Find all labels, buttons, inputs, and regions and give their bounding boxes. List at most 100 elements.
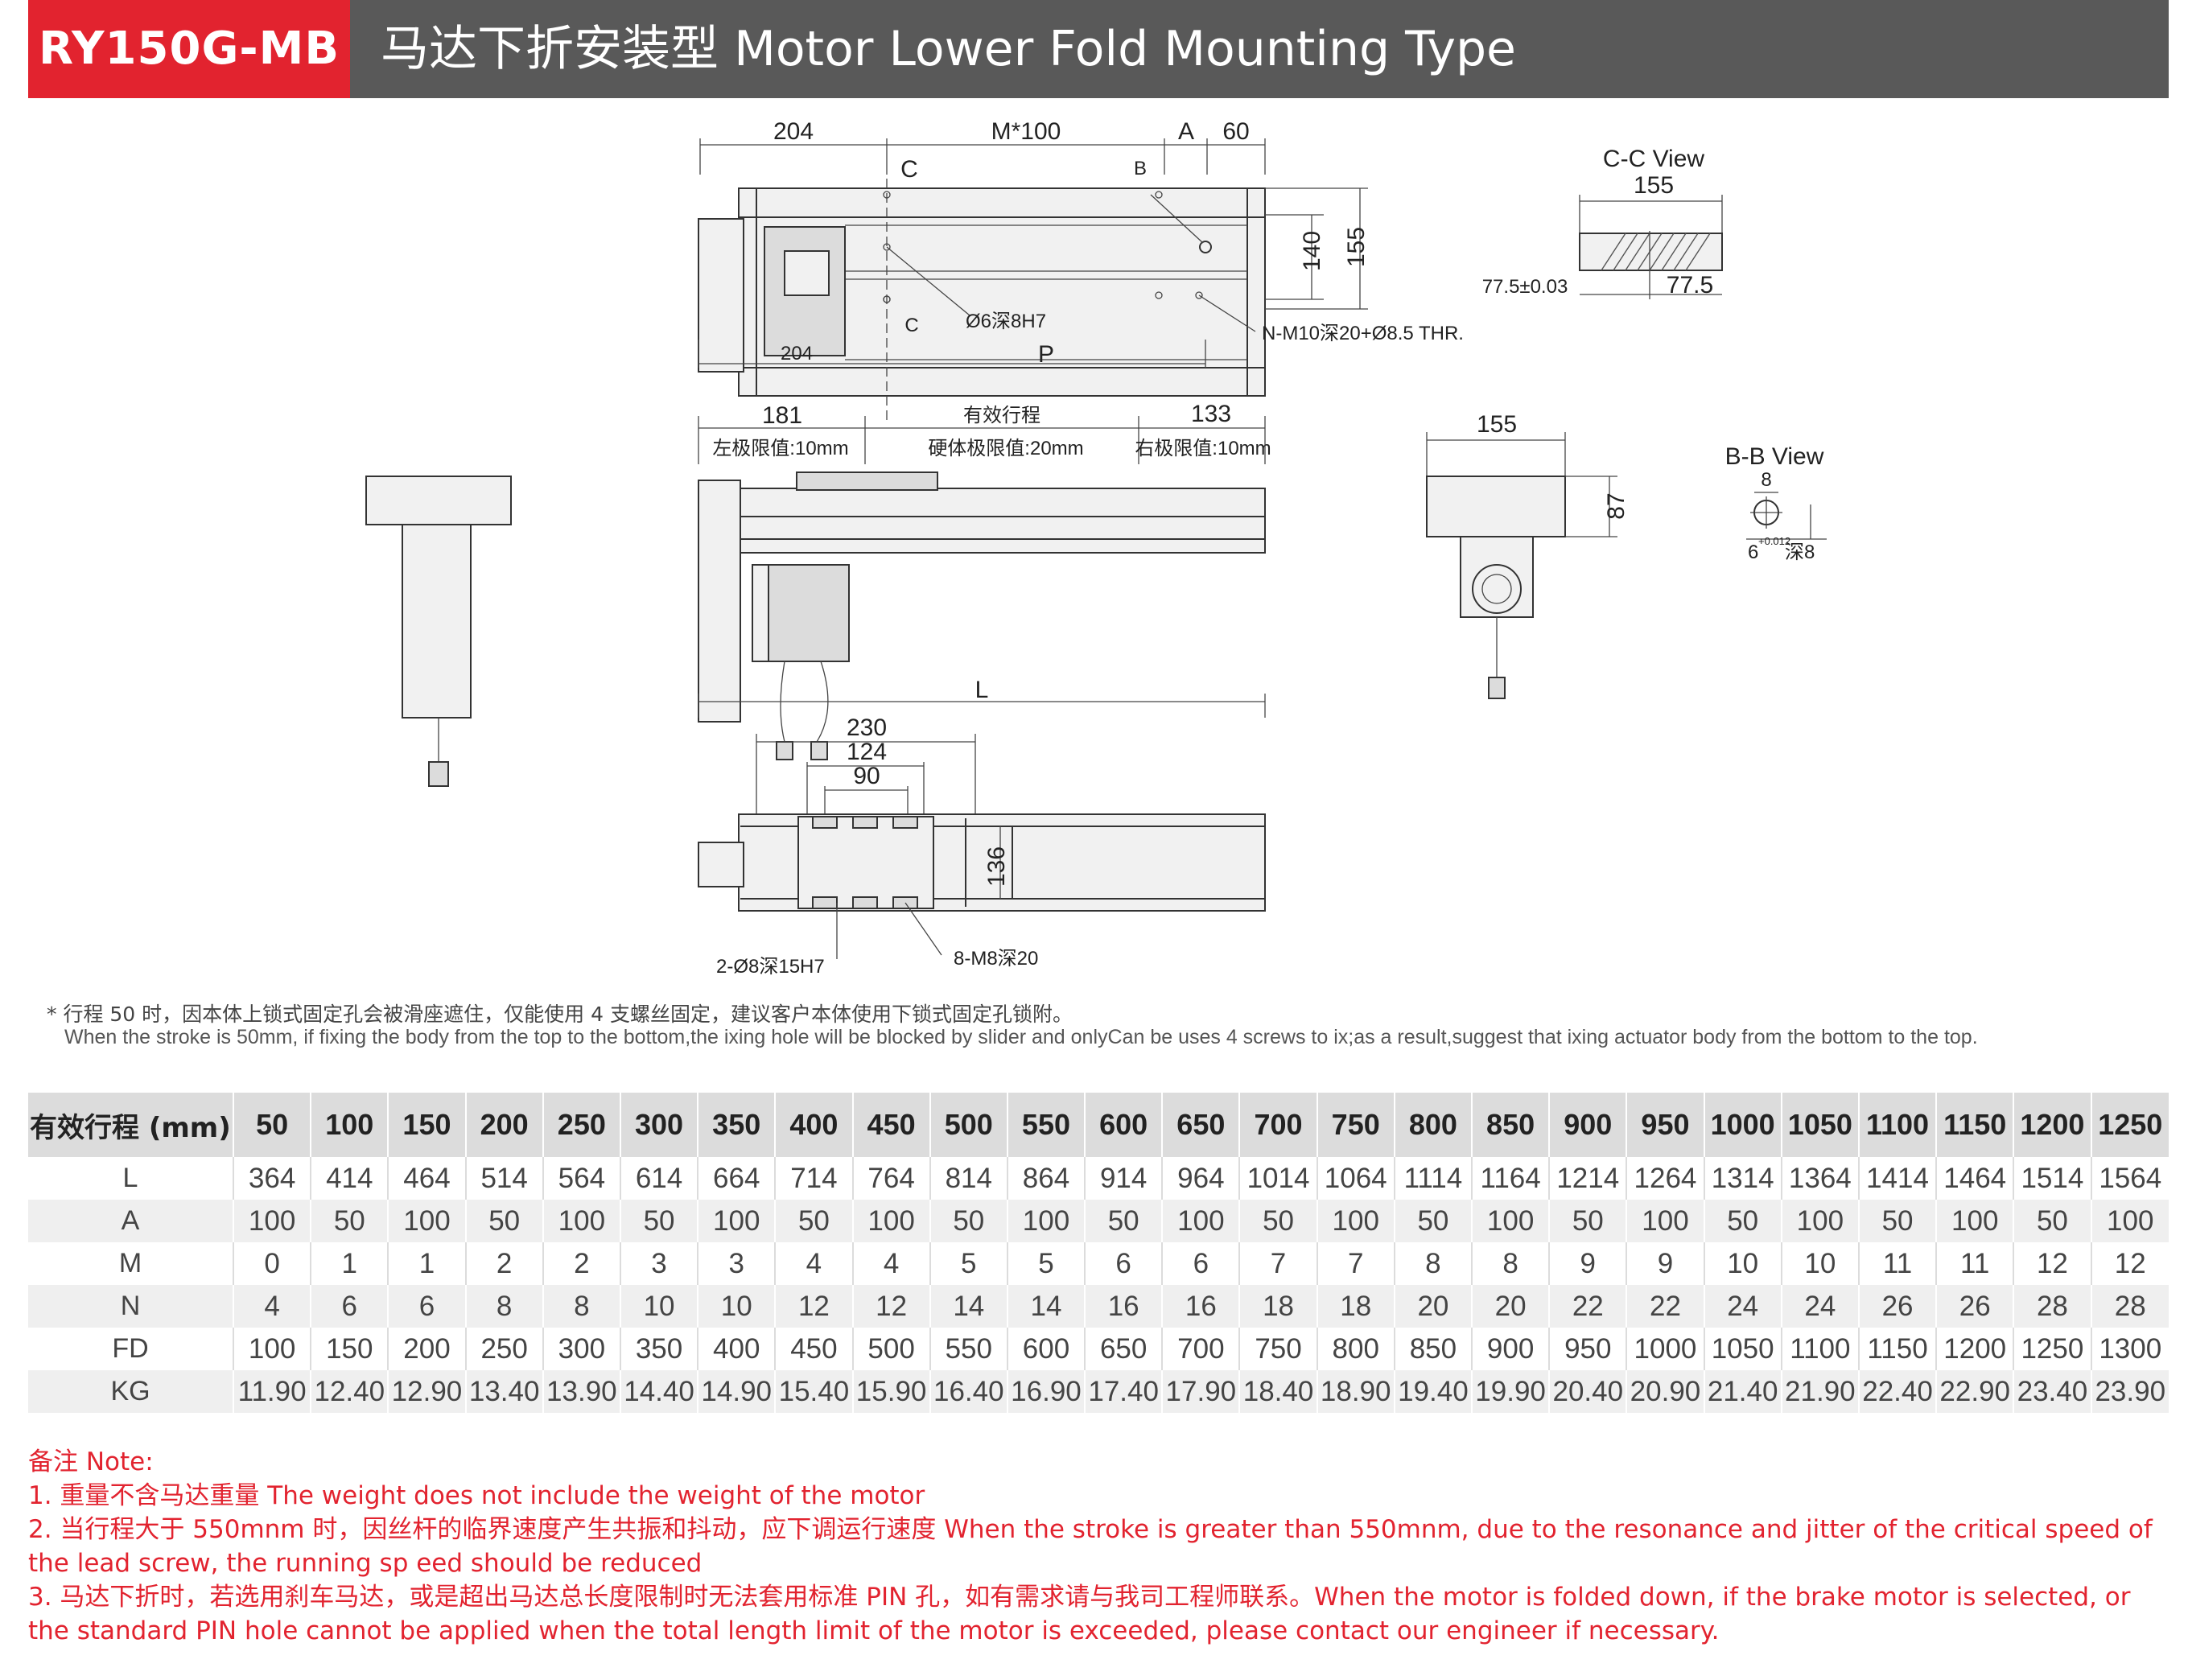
dim-204-b: 204 bbox=[781, 343, 813, 364]
table-cell: 6 bbox=[1161, 1242, 1240, 1285]
table-cell: 864 bbox=[1006, 1157, 1086, 1200]
table-cell: 3 bbox=[619, 1242, 698, 1285]
table-header-stroke: 800 bbox=[1393, 1093, 1472, 1157]
table-cell: 850 bbox=[1393, 1328, 1472, 1370]
table-cell: 10 bbox=[1703, 1242, 1782, 1285]
table-cell: 7 bbox=[1238, 1242, 1317, 1285]
table-cell: 50 bbox=[464, 1200, 543, 1242]
table-cell: 714 bbox=[774, 1157, 853, 1200]
dim-155: 155 bbox=[1343, 227, 1370, 267]
table-header-stroke: 900 bbox=[1548, 1093, 1627, 1157]
table-cell: 12 bbox=[2090, 1242, 2169, 1285]
table-cell: 1114 bbox=[1393, 1157, 1472, 1200]
hole-callout-m10: N-M10深20+Ø8.5 THR. bbox=[1262, 323, 1464, 344]
table-cell: 10 bbox=[697, 1285, 776, 1328]
table-cell: 28 bbox=[2013, 1285, 2091, 1328]
drawing-svg: 204 M*100 A 60 bbox=[365, 118, 1827, 978]
model-badge: RY150G-MB bbox=[28, 0, 350, 98]
table-cell: 100 bbox=[697, 1200, 776, 1242]
dim-136: 136 bbox=[983, 846, 1010, 887]
table-cell: 11 bbox=[1935, 1242, 2014, 1285]
hard-limit: 硬体极限值:20mm bbox=[928, 438, 1083, 459]
table-cell: 150 bbox=[310, 1328, 389, 1370]
dim-204: 204 bbox=[773, 118, 814, 145]
table-cell: 400 bbox=[697, 1328, 776, 1370]
table-cell: 350 bbox=[619, 1328, 698, 1370]
table-cell: 1264 bbox=[1626, 1157, 1704, 1200]
table-cell: 12 bbox=[2013, 1242, 2091, 1285]
table-cell: 16 bbox=[1084, 1285, 1163, 1328]
notes-section: 备注 Note: 1. 重量不含马达重量 The weight does not… bbox=[28, 1445, 2169, 1648]
table-cell: 4 bbox=[774, 1242, 853, 1285]
table-header-stroke: 150 bbox=[387, 1093, 466, 1157]
table-header-stroke: 450 bbox=[851, 1093, 930, 1157]
table-cell: 464 bbox=[387, 1157, 466, 1200]
table-cell: 1300 bbox=[2090, 1328, 2169, 1370]
table-header-stroke: 1150 bbox=[1935, 1093, 2014, 1157]
table-cell: 1050 bbox=[1703, 1328, 1782, 1370]
table-cell: 1314 bbox=[1703, 1157, 1782, 1200]
table-cell: 8 bbox=[1393, 1242, 1472, 1285]
table-cell: 364 bbox=[232, 1157, 311, 1200]
table-header-stroke: 1000 bbox=[1703, 1093, 1782, 1157]
table-cell: 100 bbox=[1006, 1200, 1086, 1242]
table-cell: 5 bbox=[1006, 1242, 1086, 1285]
table-cell: 7 bbox=[1316, 1242, 1395, 1285]
table-cell: 100 bbox=[542, 1200, 620, 1242]
table-cell: 1014 bbox=[1238, 1157, 1317, 1200]
table-cell: 50 bbox=[1857, 1200, 1937, 1242]
table-cell: 100 bbox=[387, 1200, 466, 1242]
table-cell: 16 bbox=[1161, 1285, 1240, 1328]
table-header-stroke: 1050 bbox=[1780, 1093, 1859, 1157]
table-cell: 100 bbox=[1470, 1200, 1550, 1242]
table-cell: 50 bbox=[774, 1200, 853, 1242]
table-cell: 200 bbox=[387, 1328, 466, 1370]
table-header-stroke: 300 bbox=[619, 1093, 698, 1157]
table-cell: 50 bbox=[1238, 1200, 1317, 1242]
table-row-label: FD bbox=[28, 1328, 233, 1370]
holes-callout-2: 8-M8深20 bbox=[954, 948, 1038, 970]
dim-stroke: 有效行程 bbox=[963, 405, 1040, 426]
table-cell: 100 bbox=[1626, 1200, 1704, 1242]
cc-view-title: C-C View bbox=[1603, 146, 1704, 172]
note-item-1: 1. 重量不含马达重量 The weight does not include … bbox=[28, 1481, 925, 1510]
table-cell: 1214 bbox=[1548, 1157, 1627, 1200]
table-cell: 50 bbox=[2013, 1200, 2091, 1242]
table-cell: 250 bbox=[464, 1328, 543, 1370]
table-cell: 1000 bbox=[1626, 1328, 1704, 1370]
table-cell: 1150 bbox=[1857, 1328, 1937, 1370]
table-cell: 1200 bbox=[1935, 1328, 2014, 1370]
table-cell: 50 bbox=[619, 1200, 698, 1242]
table-header-stroke: 600 bbox=[1084, 1093, 1163, 1157]
table-cell: 8 bbox=[542, 1285, 620, 1328]
dim-90: 90 bbox=[853, 763, 880, 789]
dim-m100: M*100 bbox=[991, 118, 1061, 145]
table-cell: 4 bbox=[851, 1242, 930, 1285]
dim-133: 133 bbox=[1191, 401, 1231, 427]
table-header-stroke: 350 bbox=[697, 1093, 776, 1157]
table-header-stroke: 1250 bbox=[2090, 1093, 2169, 1157]
table-cell: 28 bbox=[2090, 1285, 2169, 1328]
top-view: 204 M*100 A 60 bbox=[698, 118, 1464, 420]
side-view: 181 有效行程 133 左极限值:10mm 硬体极限值:20mm 右极限值:1… bbox=[365, 401, 1271, 787]
table-cell: 50 bbox=[1084, 1200, 1163, 1242]
bb-d6: 6 bbox=[1748, 541, 1758, 563]
table-cell: 12 bbox=[851, 1285, 930, 1328]
cc-right-dim: 77.5 bbox=[1667, 272, 1713, 299]
table-cell: 21.90 bbox=[1780, 1370, 1859, 1413]
table-cell: 17.40 bbox=[1084, 1370, 1163, 1413]
table-cell: 10 bbox=[619, 1285, 698, 1328]
table-cell: 1250 bbox=[2013, 1328, 2091, 1370]
table-cell: 20.90 bbox=[1626, 1370, 1704, 1413]
footnote-cn: * 行程 50 时，因本体上锁式固定孔会被滑座遮住，仅能使用 4 支螺丝固定，建… bbox=[47, 1003, 1073, 1026]
table-cell: 5 bbox=[929, 1242, 1007, 1285]
table-cell: 6 bbox=[1084, 1242, 1163, 1285]
table-cell: 18.40 bbox=[1238, 1370, 1317, 1413]
table-cell: 9 bbox=[1548, 1242, 1627, 1285]
table-cell: 100 bbox=[1935, 1200, 2014, 1242]
